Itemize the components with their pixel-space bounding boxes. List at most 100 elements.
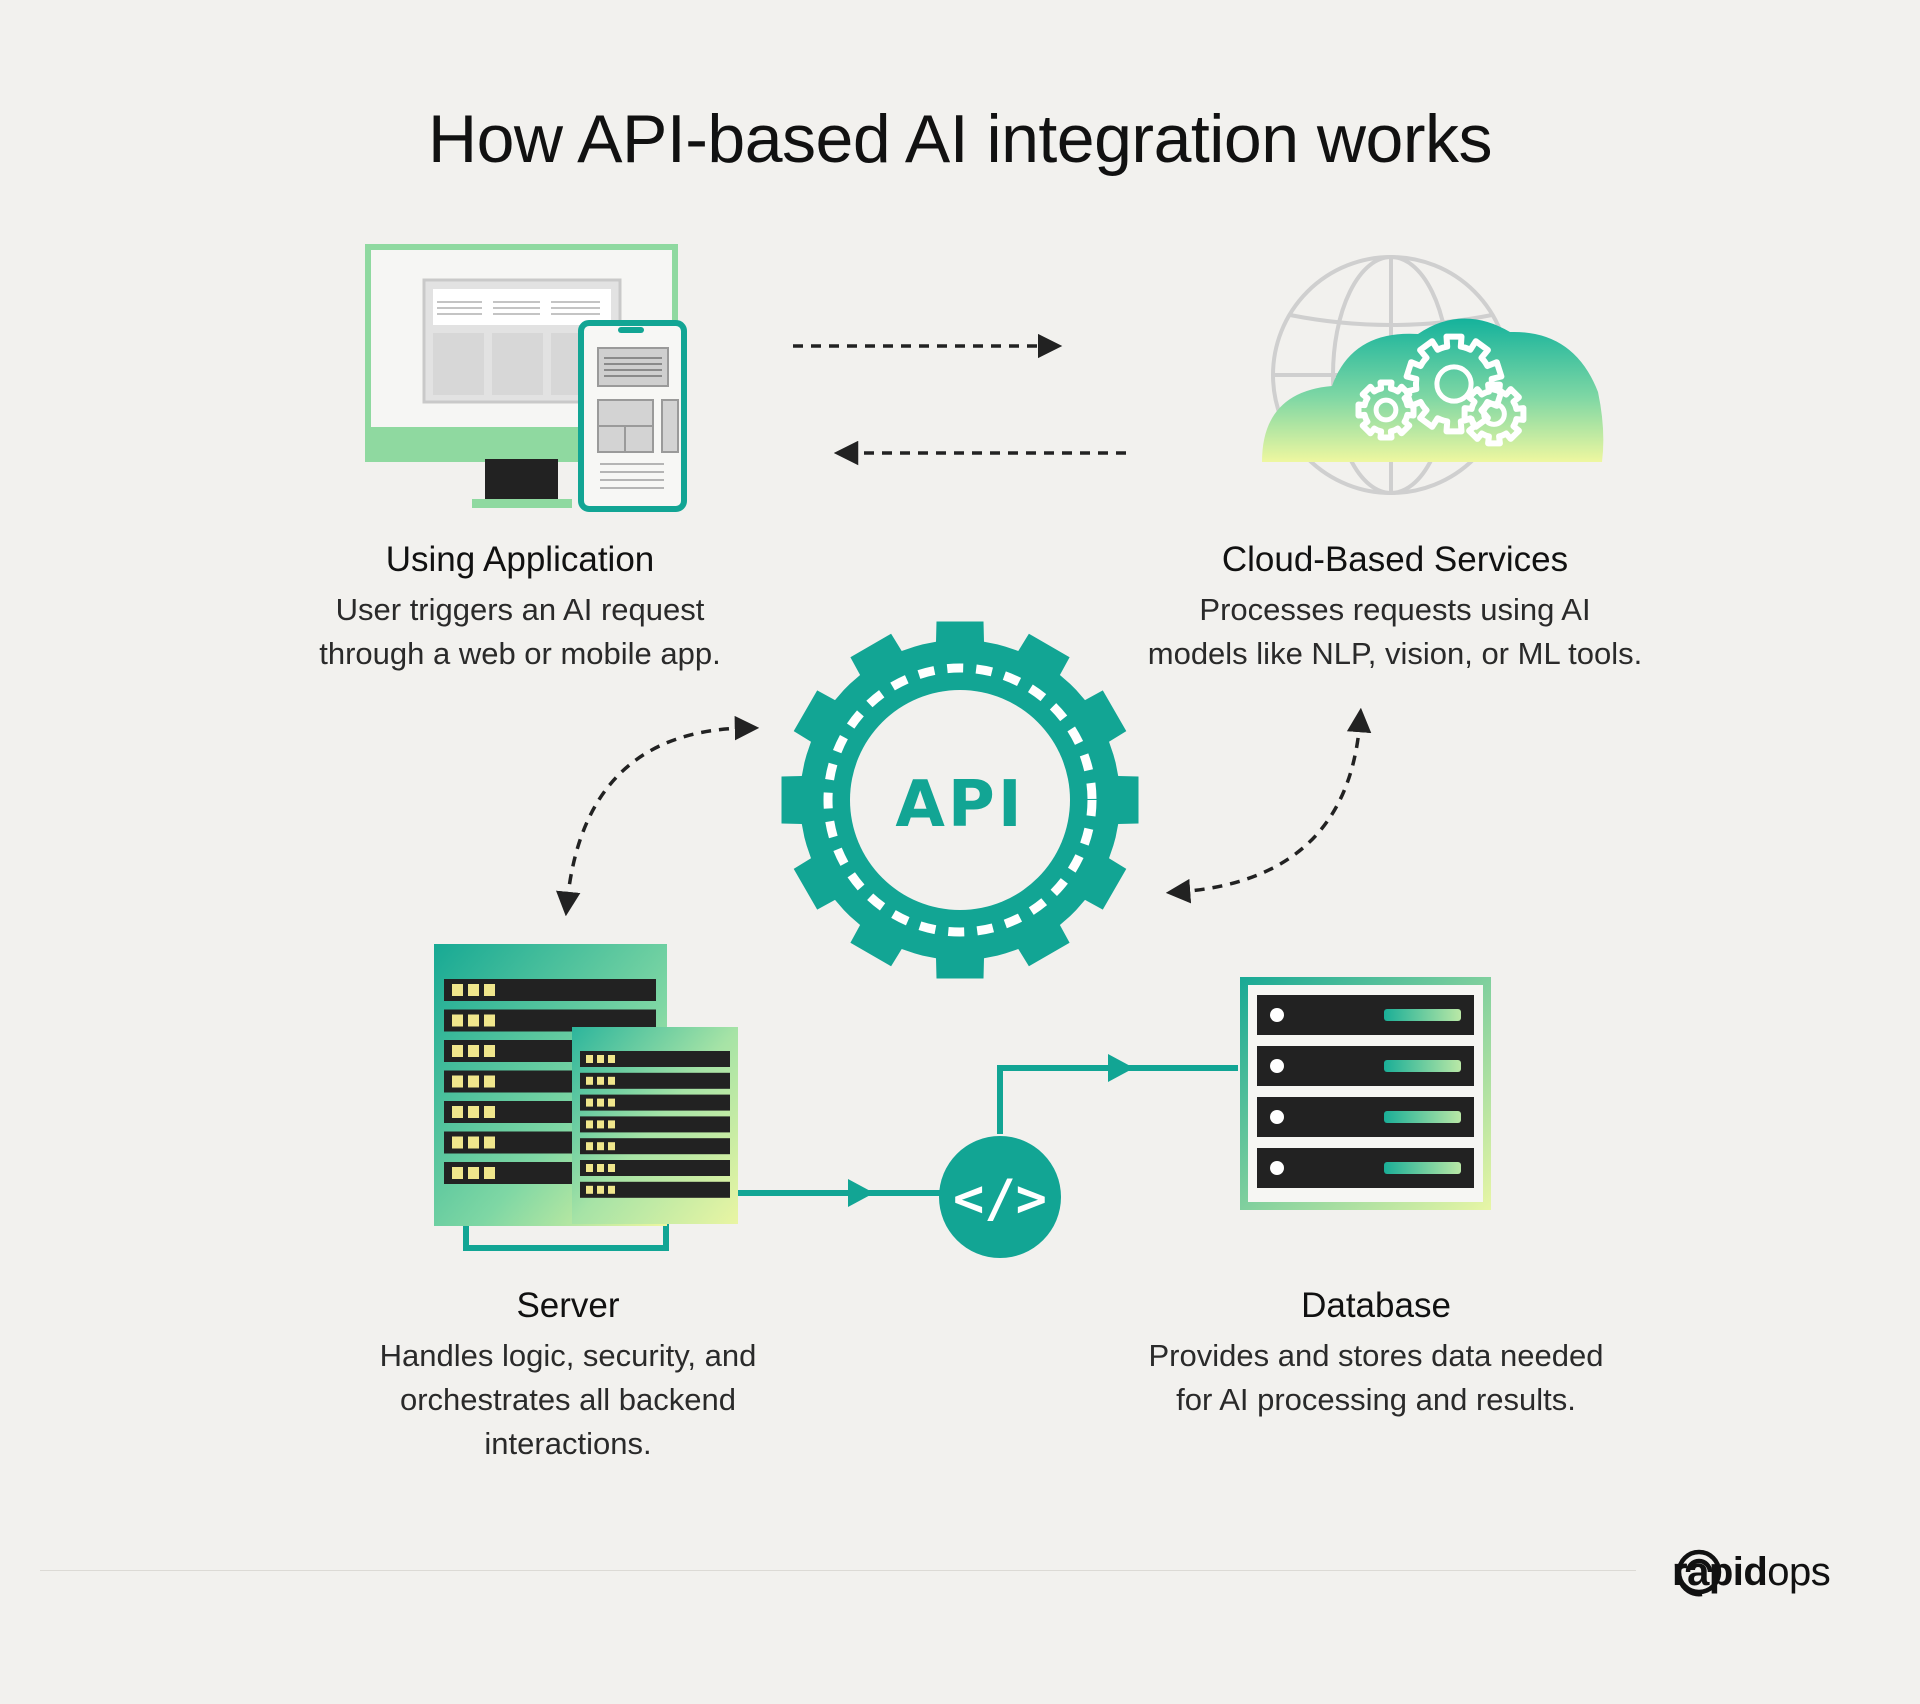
rack-indicator [468, 1106, 479, 1118]
db-led [1270, 1008, 1284, 1022]
data-flow-connector [738, 1065, 1238, 1196]
brand-logo: rapidops [1672, 1542, 1831, 1602]
rack-indicator [452, 1136, 463, 1149]
rack-unit [580, 1116, 730, 1133]
db-bar [1384, 1111, 1461, 1123]
rack-indicator [608, 1055, 615, 1063]
rack-indicator [597, 1098, 604, 1107]
node-description-line-2: models like NLP, vision, or ML tools. [1147, 636, 1643, 671]
rack-indicator [468, 1167, 479, 1179]
rack-indicator [608, 1076, 615, 1085]
rack-indicator [484, 1014, 495, 1027]
gear-icon [1355, 333, 1527, 447]
node-description-line-1: User triggers an AI request [335, 592, 705, 627]
rack-indicator [586, 1120, 593, 1129]
arrow-cloud-api [1165, 707, 1372, 904]
rapidops-logo-icon [1676, 1549, 1722, 1597]
rack-unit [444, 1009, 656, 1032]
server-rack-icon [434, 944, 738, 1251]
node-description-line-2: for AI processing and results. [1176, 1382, 1576, 1417]
rack-indicator [608, 1098, 615, 1107]
gear-icon [1461, 381, 1527, 447]
rack-indicator [484, 1167, 495, 1179]
flow-arrow-to-code [848, 1179, 874, 1207]
rack-indicator [597, 1185, 604, 1194]
rack-indicator [452, 1167, 463, 1179]
node-heading: Using Application [385, 540, 655, 579]
db-led [1270, 1161, 1284, 1175]
page-title: How API-based AI integration works [428, 101, 1493, 177]
rack-indicator [452, 1075, 463, 1088]
db-bar [1384, 1009, 1461, 1021]
node-description-line-3: interactions. [484, 1426, 652, 1461]
node-cloud-based-services: Cloud-Based Services Processes requests … [1115, 540, 1675, 676]
rack-unit [444, 979, 656, 1001]
rack-indicator [468, 1045, 479, 1057]
node-description-line-1: Provides and stores data needed [1148, 1338, 1604, 1373]
flow-arrow-to-database [1108, 1054, 1134, 1082]
rack-unit [580, 1072, 730, 1089]
gear-hub [1434, 364, 1474, 404]
rack-indicator [586, 1098, 593, 1107]
rack-indicator [586, 1055, 593, 1063]
gear-icon [1355, 379, 1417, 441]
brand-name-bold: rapid [1672, 1549, 1768, 1594]
rack-indicator [468, 984, 479, 996]
api-gear-icon [781, 621, 1139, 979]
rack-indicator [597, 1076, 604, 1085]
node-heading: Server [516, 1286, 620, 1325]
rack-unit [580, 1051, 730, 1067]
rack-unit [580, 1138, 730, 1155]
rack-indicator [586, 1076, 593, 1085]
brand-name: rapidops [1672, 1549, 1831, 1595]
node-description-line-1: Handles logic, security, and [379, 1338, 757, 1373]
rack-unit [580, 1181, 730, 1198]
connection-arrows [556, 333, 1372, 917]
rack-indicator [468, 1075, 479, 1088]
rack-indicator [586, 1164, 593, 1172]
rack-indicator [452, 1106, 463, 1118]
rack-indicator [452, 1045, 463, 1057]
node-server: Server Handles logic, security, and orch… [318, 1286, 818, 1466]
rack-indicator [586, 1142, 593, 1151]
rack-unit [580, 1160, 730, 1176]
brand-name-regular: ops [1767, 1549, 1831, 1594]
node-using-application: Using Application User triggers an AI re… [270, 540, 770, 676]
node-heading: Cloud-Based Services [1221, 540, 1569, 579]
rack-indicator [452, 1014, 463, 1027]
rack-indicator [484, 1136, 495, 1149]
rack-indicator [597, 1055, 604, 1063]
gear-hub [1373, 397, 1399, 423]
footer-divider [40, 1570, 1636, 1571]
rack-indicator [468, 1014, 479, 1027]
rack-indicator [468, 1136, 479, 1149]
rack-indicator [608, 1185, 615, 1194]
db-led [1270, 1059, 1284, 1073]
rack-indicator [484, 1106, 495, 1118]
gear-hub [1481, 401, 1507, 427]
db-led [1270, 1110, 1284, 1124]
rack-indicator [597, 1164, 604, 1172]
phone-icon [578, 320, 687, 512]
rack-indicator [586, 1185, 593, 1194]
rack-unit [580, 1094, 730, 1111]
rack-indicator [452, 984, 463, 996]
arrow-server-api [556, 715, 760, 917]
rack-indicator [597, 1142, 604, 1151]
rack-indicator [608, 1120, 615, 1129]
node-description-line-2: through a web or mobile app. [319, 636, 721, 671]
code-symbol: </> [953, 1169, 1047, 1229]
rack-indicator [484, 984, 495, 996]
node-heading: Database [1301, 1286, 1451, 1325]
rack-indicator [608, 1142, 615, 1151]
node-description-line-2: orchestrates all backend [399, 1382, 737, 1417]
db-bar [1384, 1162, 1461, 1174]
rack-indicator [484, 1075, 495, 1088]
database-icon [1240, 977, 1491, 1210]
rack-indicator [484, 1045, 495, 1057]
rack-indicator [608, 1164, 615, 1172]
node-description-line-1: Processes requests using AI [1199, 592, 1591, 627]
api-label: API [895, 768, 1024, 842]
node-database: Database Provides and stores data needed… [1116, 1286, 1636, 1422]
